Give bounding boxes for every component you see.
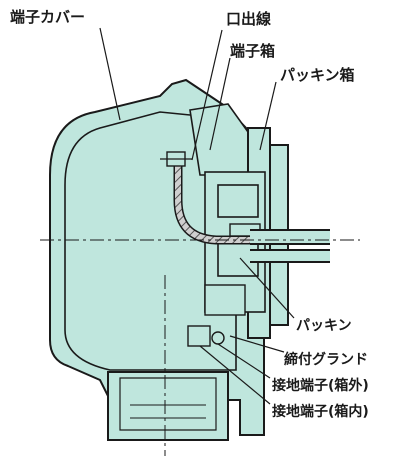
terminal-box-shape <box>189 103 249 176</box>
leader-packing <box>239 257 295 319</box>
cable-exit-2-fill <box>250 251 330 261</box>
mount-base-fins <box>130 404 206 419</box>
leader-terminal-box <box>209 57 231 151</box>
label-terminal-cover: 端子カバー <box>10 8 85 26</box>
leader-clamp-gland <box>229 335 285 353</box>
label-terminal-box: 端子箱 <box>230 42 275 60</box>
leader-terminal-cover <box>99 27 121 121</box>
mount-base <box>107 371 229 441</box>
label-packing: パッキン <box>296 318 352 334</box>
leader-lead-wire <box>191 29 223 161</box>
label-packing-box: パッキン箱 <box>280 66 355 84</box>
lead-wire-hatch <box>175 162 250 243</box>
label-clamp-gland: 締付グランド <box>284 351 368 368</box>
ground-terminal-screw <box>211 331 225 345</box>
leader-ground-outside <box>217 343 271 379</box>
lower-box-bracket <box>204 284 246 316</box>
label-ground-inside: 接地端子(箱内) <box>272 403 369 420</box>
leader-ground-inside <box>199 345 271 405</box>
mount-base-inner <box>119 377 217 431</box>
cable-exit-fill <box>250 231 330 243</box>
label-ground-outside: 接地端子(箱外) <box>272 377 369 394</box>
ground-terminal-block <box>187 325 211 347</box>
leader-packing-box <box>259 81 277 151</box>
label-lead-wire: 口出線 <box>226 10 271 28</box>
packing-upper <box>217 184 259 218</box>
